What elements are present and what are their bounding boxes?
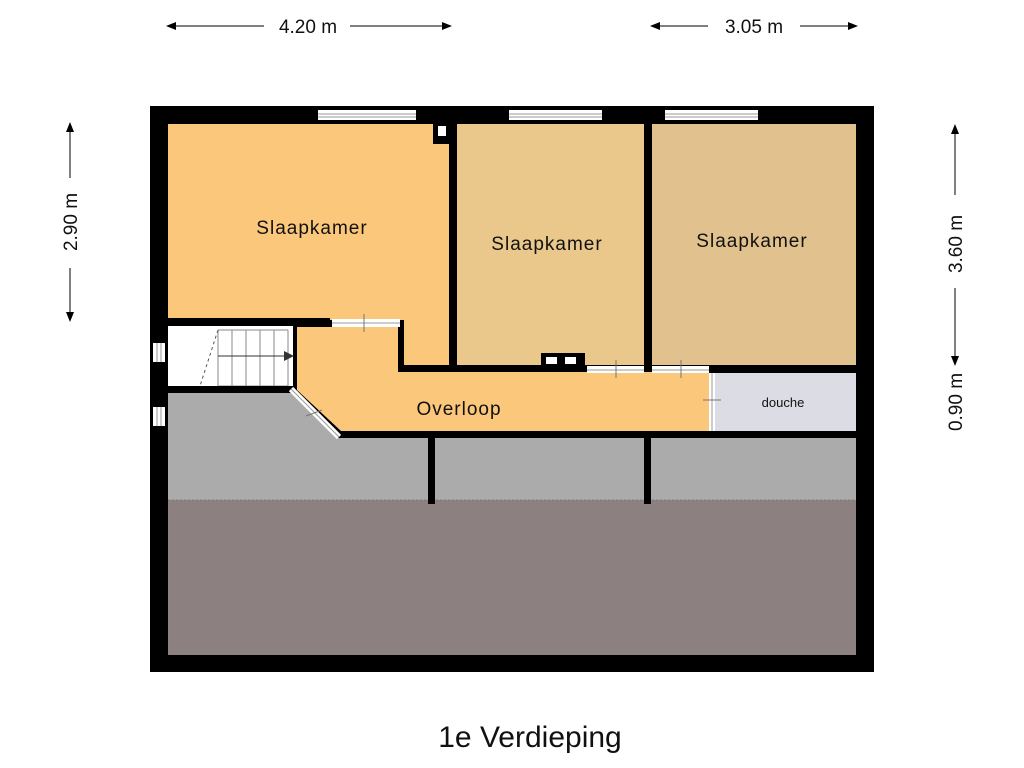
stair-wall: [166, 386, 295, 393]
window-left-2: [153, 407, 165, 426]
chimney-inner: [438, 126, 446, 136]
door-bedroom-2: [587, 360, 644, 378]
attic-partition-1: [428, 438, 435, 504]
shaft-left-inner: [546, 357, 557, 364]
room-label-bedroom-1: Slaapkamer: [256, 218, 367, 239]
stair-arrow-head: [284, 351, 294, 361]
dimension-top-right: 3.05 m: [650, 17, 858, 38]
attic-low-area: [168, 393, 856, 500]
stair-cut-line: [199, 329, 219, 387]
window-top-2: [509, 110, 602, 120]
floor-title: 1e Verdieping: [438, 721, 622, 754]
bedroom-2-area: [457, 124, 644, 365]
dimension-left: 2.90 m: [61, 122, 82, 322]
attic-floor-area: [168, 500, 856, 655]
door-bedroom-3: [652, 360, 709, 378]
door-attic: [288, 386, 342, 440]
dimension-top-left: 4.20 m: [166, 17, 452, 38]
dimension-label-right-upper: 3.60 m: [946, 215, 967, 273]
shaft-right-inner: [565, 357, 576, 364]
landing-area: [297, 327, 709, 431]
window-top-1: [318, 110, 416, 120]
window-left-1: [153, 343, 165, 362]
room-label-bedroom-3: Slaapkamer: [696, 231, 807, 252]
room-label-landing: Overloop: [416, 399, 501, 420]
bedroom-3-area: [652, 124, 856, 365]
dimension-label-left: 2.90 m: [61, 193, 82, 251]
door-shower: [703, 373, 721, 431]
room-label-bedroom-2: Slaapkamer: [491, 234, 602, 255]
window-top-3: [665, 110, 758, 120]
attic-partition-2: [644, 438, 651, 504]
dimension-label-top-left: 4.20 m: [279, 17, 337, 38]
shower-area: [715, 373, 856, 431]
room-label-shower: douche: [762, 395, 805, 410]
dimension-label-top-right: 3.05 m: [725, 17, 783, 38]
door-bedroom-1: [332, 314, 400, 332]
dimension-label-right-lower: 0.90 m: [946, 373, 967, 431]
dimension-right-lower: 0.90 m: [946, 373, 967, 431]
bedroom-1-area: [168, 124, 449, 365]
dimension-right-upper: 3.60 m: [946, 124, 967, 366]
